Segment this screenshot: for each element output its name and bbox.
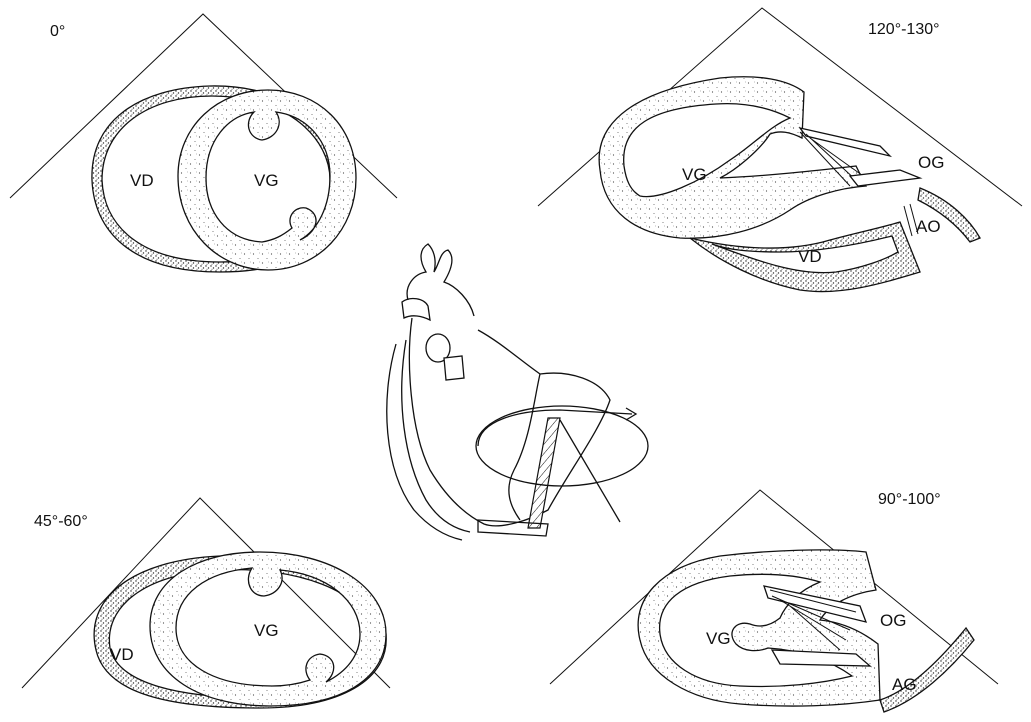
angle-label: 90°-100°: [878, 491, 941, 508]
panel-120-130-degrees: 120°-130° VG OG AO VD: [538, 8, 1022, 292]
label-ao: AO: [916, 217, 941, 236]
panel-90-100-degrees: 90°-100° VG OG AG: [550, 490, 998, 712]
label-vd: VD: [130, 171, 154, 190]
panel-45-60-degrees: 45°-60° VG VD: [22, 498, 390, 708]
angle-label: 0°: [50, 23, 65, 40]
sector-outline: [550, 490, 998, 684]
label-og: OG: [880, 611, 906, 630]
mitral-leaflet-lower: [850, 170, 920, 186]
aortic-arch: [407, 244, 474, 316]
label-og: OG: [918, 153, 944, 172]
probe-line: [560, 420, 620, 522]
mitral-leaflet: [800, 128, 890, 156]
label-vg: VG: [254, 171, 279, 190]
angle-label: 45°-60°: [34, 513, 88, 530]
angle-label: 120°-130°: [868, 21, 940, 38]
left-ventricle-wall: [638, 550, 880, 706]
left-ventricle-wall: [599, 77, 866, 238]
panel-0-degrees: 0° VD VG: [10, 14, 397, 272]
label-vg: VG: [682, 165, 707, 184]
imaging-plane: [476, 406, 648, 486]
superior-vessel: [402, 299, 430, 320]
label-vg: VG: [706, 629, 731, 648]
vessel-cylinder: [444, 356, 464, 380]
label-vd: VD: [798, 247, 822, 266]
label-ag: AG: [892, 675, 917, 694]
heart-illustration: [387, 244, 648, 540]
label-vg: VG: [254, 621, 279, 640]
label-vd: VD: [110, 645, 134, 664]
atrial-wall: [880, 628, 974, 712]
